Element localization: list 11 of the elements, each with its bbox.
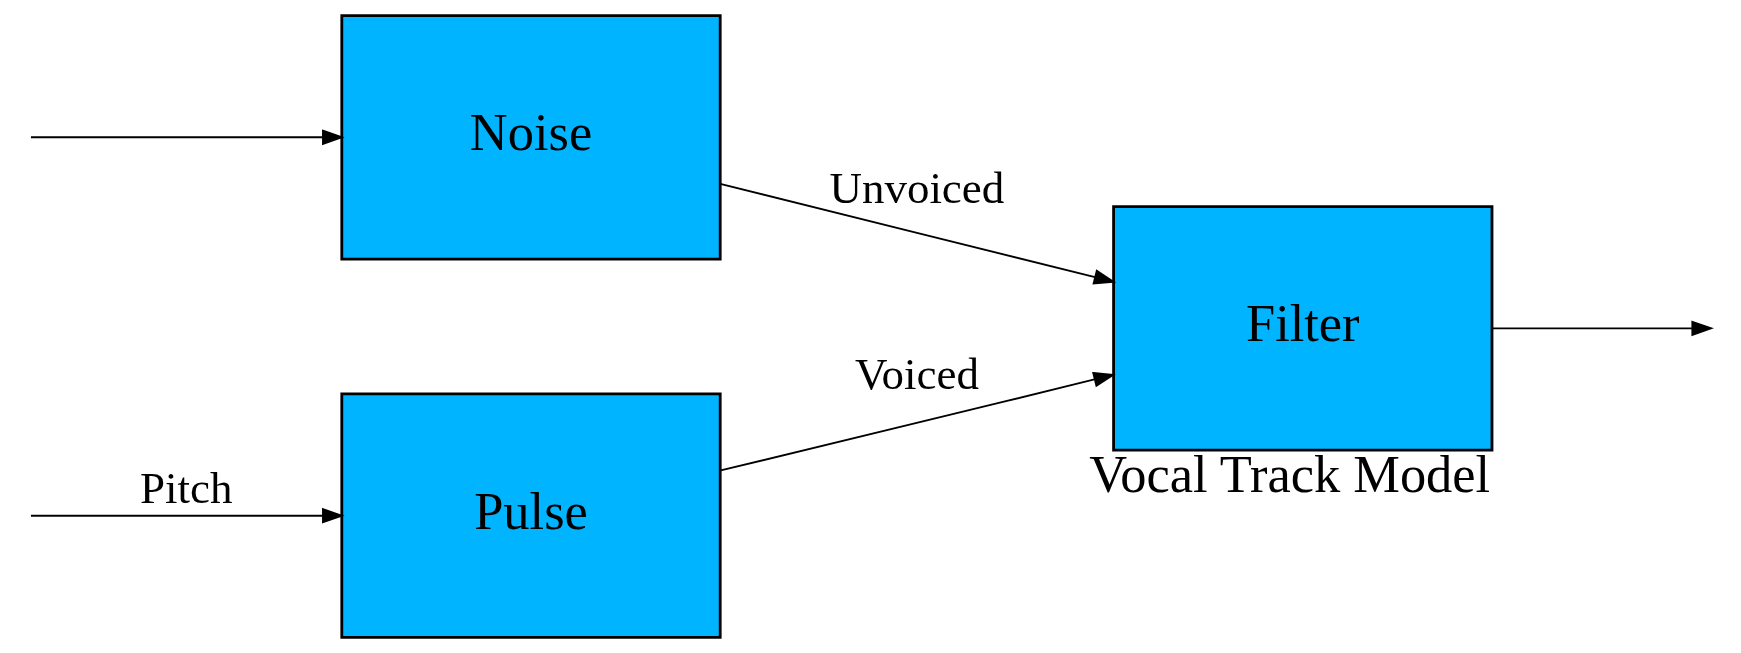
edge-label: Voiced (854, 348, 979, 399)
arrow (1491, 320, 1714, 337)
edge-label: Unvoiced (829, 163, 1004, 214)
arrow (718, 183, 1116, 285)
edge-label: Pitch (139, 462, 233, 513)
arrow (29, 507, 345, 524)
arrow (719, 371, 1116, 472)
arrow (29, 129, 345, 146)
node-box: Pulse (339, 392, 722, 639)
node-box: Noise (339, 14, 722, 261)
node-box: Filter (1111, 205, 1493, 452)
